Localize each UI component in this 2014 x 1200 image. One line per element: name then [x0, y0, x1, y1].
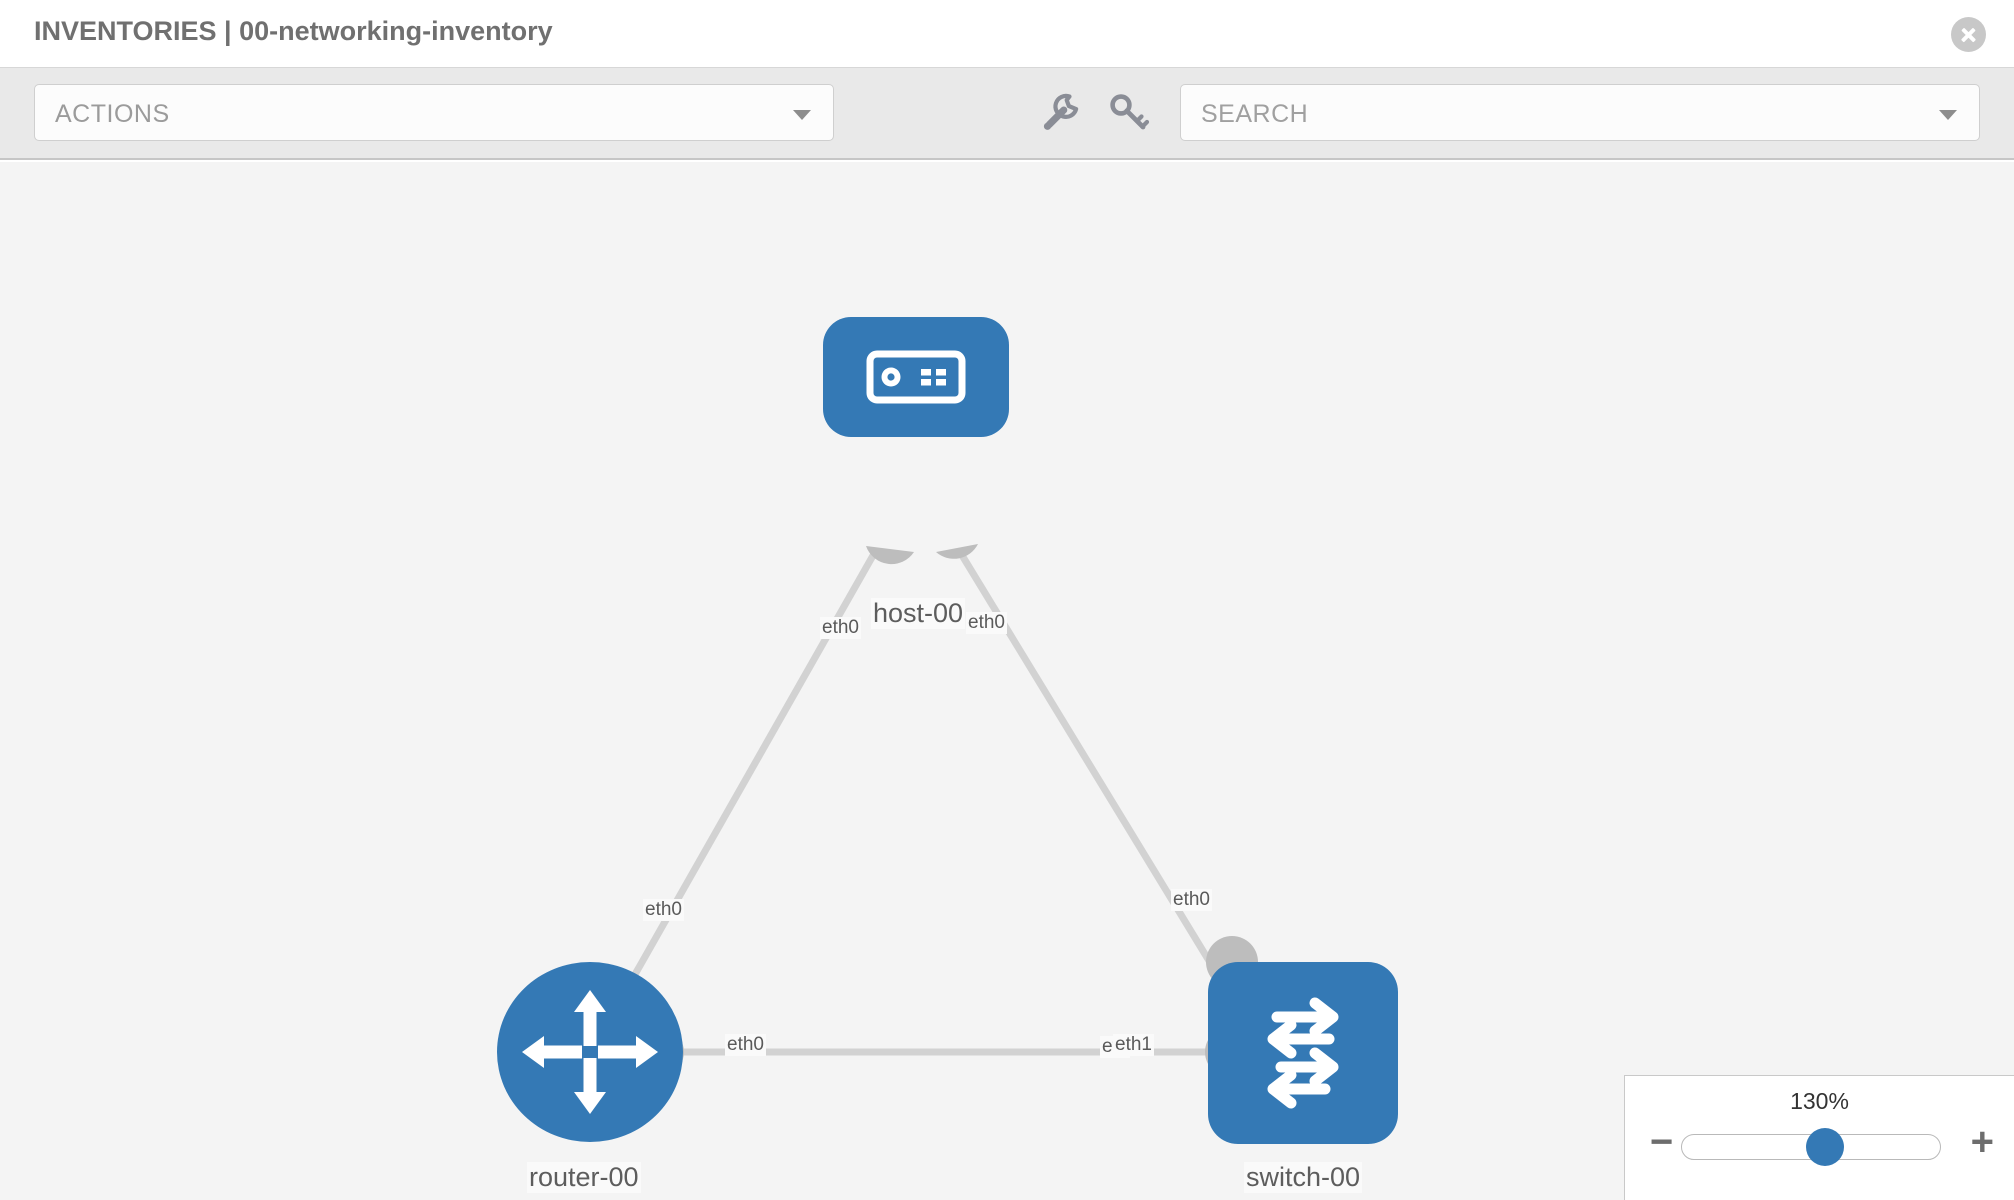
- node-label-switch-00: switch-00: [1244, 1162, 1363, 1193]
- key-icon[interactable]: [1104, 88, 1152, 136]
- zoom-control-panel: 130% − +: [1624, 1075, 2014, 1200]
- iface-label: eth0: [643, 899, 684, 921]
- toolbar: ACTIONS SEARCH: [0, 68, 2014, 160]
- zoom-slider-thumb[interactable]: [1806, 1128, 1845, 1166]
- zoom-level-value: 130%: [1790, 1088, 1849, 1114]
- chevron-down-icon: [793, 110, 811, 120]
- node-label-host-00: host-00: [871, 598, 966, 629]
- node-host-00[interactable]: [823, 317, 1009, 437]
- connector-host-right: [936, 544, 978, 559]
- actions-dropdown[interactable]: ACTIONS: [34, 84, 834, 141]
- actions-dropdown-label: ACTIONS: [55, 100, 170, 128]
- topology-canvas[interactable]: eth0 eth0 eth0 eth0 eth0 eth eth1 host-0…: [0, 162, 2014, 1200]
- topology-graph: [497, 317, 1398, 1144]
- iface-label: eth0: [820, 617, 861, 639]
- connector-host-left: [866, 546, 914, 565]
- wrench-icon[interactable]: [1036, 88, 1084, 136]
- search-input[interactable]: SEARCH: [1201, 100, 1309, 128]
- close-icon[interactable]: [1951, 17, 1986, 52]
- node-label-router-00: router-00: [527, 1162, 641, 1193]
- title-bar: INVENTORIES | 00-networking-inventory: [0, 0, 2014, 68]
- page-title: INVENTORIES | 00-networking-inventory: [34, 16, 553, 46]
- zoom-out-button[interactable]: −: [1650, 1120, 1674, 1164]
- search-dropdown[interactable]: SEARCH: [1180, 84, 1980, 141]
- chevron-down-icon: [1939, 110, 1957, 120]
- iface-label: eth0: [966, 612, 1007, 634]
- iface-label: eth0: [1171, 889, 1212, 911]
- zoom-slider-track[interactable]: [1681, 1128, 1941, 1166]
- iface-label: eth1: [1113, 1034, 1154, 1056]
- iface-label: eth0: [725, 1034, 766, 1056]
- node-switch-00[interactable]: [1208, 962, 1398, 1144]
- node-router-00[interactable]: [497, 962, 683, 1142]
- zoom-in-button[interactable]: +: [1970, 1120, 1994, 1164]
